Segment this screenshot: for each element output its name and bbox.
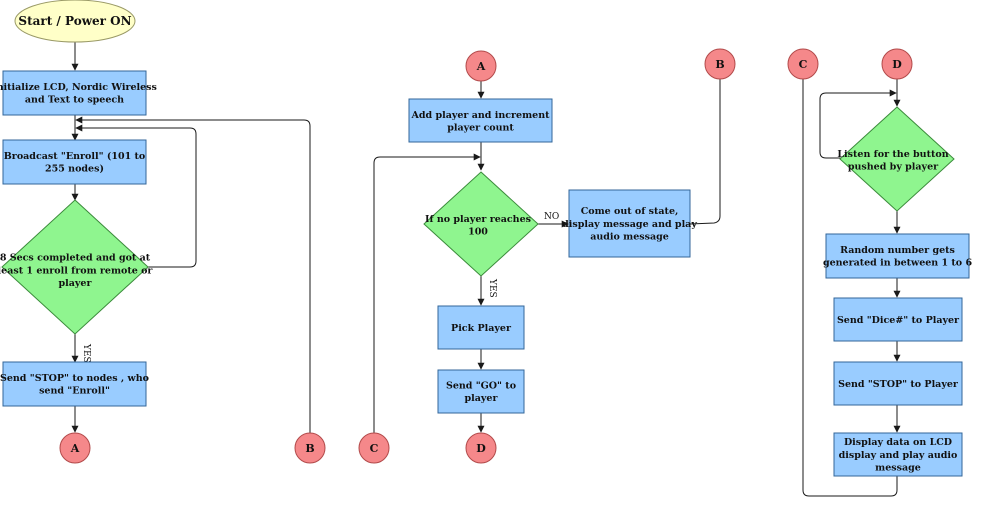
- send-dice-node: Send "Dice#" to Player: [833, 297, 963, 342]
- edge-listen-loop-back: [819, 89, 897, 159]
- connector-b-col2: B: [704, 48, 736, 80]
- send-stop-player-text: Send "STOP" to Player: [838, 379, 959, 390]
- connector-d-col2: D: [465, 432, 497, 464]
- connector-b-bottom: B: [294, 432, 326, 464]
- enroll-check-yes-label: YES: [81, 343, 91, 363]
- connector-c-bottom-label: C: [370, 442, 379, 455]
- connector-c-col3-label: C: [799, 58, 808, 71]
- connector-a-col2: A: [465, 50, 497, 82]
- edge-check-loop-back: [75, 124, 197, 268]
- come-out-node: Come out of state,display message and pl…: [562, 189, 697, 258]
- edge-c-to-check: [373, 153, 481, 433]
- edge-b-to-broadcast: [75, 116, 311, 433]
- connector-d-col3-label: D: [892, 58, 902, 71]
- come-out-text: Come out of state,display message and pl…: [562, 206, 697, 243]
- connector-d-col3: D: [881, 48, 913, 80]
- edges: [71, 42, 901, 497]
- connector-c-col3: C: [787, 48, 819, 80]
- pick-player-node: Pick Player: [437, 305, 525, 350]
- start-node: Start / Power ON: [14, 0, 136, 43]
- connector-b-col2-label: B: [715, 58, 724, 71]
- send-dice-text: Send "Dice#" to Player: [837, 315, 960, 326]
- player-reach-no-label: NO: [544, 212, 559, 222]
- connector-d-col2-label: D: [476, 442, 486, 455]
- connector-a-col1: A: [59, 432, 91, 464]
- connector-a-col1-label: A: [70, 442, 80, 455]
- send-stop-player-node: Send "STOP" to Player: [833, 361, 963, 406]
- connector-b-bottom-label: B: [305, 442, 314, 455]
- edge-come-out-to-b: [689, 78, 721, 225]
- pick-player-text: Pick Player: [451, 323, 512, 334]
- edge-display-to-c: [802, 78, 898, 497]
- player-reach-yes-label: YES: [487, 278, 497, 298]
- start-text: Start / Power ON: [18, 14, 131, 28]
- connector-a-col2-label: A: [476, 60, 486, 73]
- connector-c-bottom: C: [358, 432, 390, 464]
